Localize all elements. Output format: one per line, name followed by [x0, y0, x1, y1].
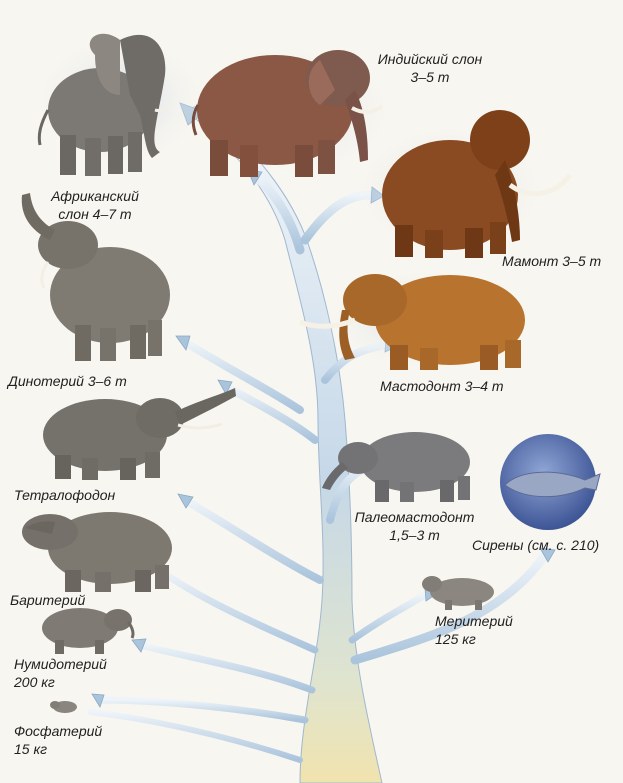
barytherium-illustration	[22, 512, 172, 592]
label-mammoth: Мамонт 3–5 т	[502, 252, 601, 270]
label-phosphatherium-mass: 15 кг	[14, 740, 102, 758]
branch-moeritherium	[352, 595, 425, 640]
label-deinotherium-text: Динотерий 3–6 т	[8, 372, 127, 390]
tetralophodon-illustration	[43, 388, 236, 480]
label-tetralophodon: Тетралофодон	[14, 486, 115, 504]
label-indian-mass: 3–5 т	[370, 68, 490, 86]
label-sirenia: Сирены (см. с. 210)	[472, 536, 599, 554]
label-moeritherium: Меритерий 125 кг	[435, 612, 513, 648]
label-barytherium-text: Баритерий	[10, 591, 85, 609]
phosphatherium-illustration	[50, 701, 77, 713]
label-indian-name: Индийский слон	[370, 50, 490, 68]
label-indian-elephant: Индийский слон 3–5 т	[370, 50, 490, 86]
branch-numidotherium	[160, 570, 315, 650]
label-phosphatherium: Фосфатерий 15 кг	[14, 722, 102, 758]
label-barytherium: Баритерий	[10, 591, 85, 609]
numidotherium-illustration	[42, 608, 133, 654]
label-african-mass: слон 4–7 т	[30, 205, 160, 223]
label-numidotherium: Нумидотерий 200 кг	[14, 655, 107, 691]
label-palaeomastodon-name: Палеомастодонт	[352, 508, 477, 526]
label-tetralophodon-text: Тетралофодон	[14, 486, 115, 504]
label-mastodon-text: Мастодонт 3–4 т	[380, 377, 504, 395]
sirenia-illustration	[500, 434, 600, 530]
label-moeritherium-name: Меритерий	[435, 612, 513, 630]
label-african-elephant: Африканский слон 4–7 т	[30, 187, 160, 223]
moeritherium-illustration	[422, 576, 494, 610]
label-palaeomastodon-mass: 1,5–3 т	[352, 526, 477, 544]
label-sirenia-text: Сирены (см. с. 210)	[472, 536, 599, 554]
label-mammoth-text: Мамонт 3–5 т	[502, 252, 601, 270]
label-palaeomastodon: Палеомастодонт 1,5–3 т	[352, 508, 477, 544]
label-numidotherium-mass: 200 кг	[14, 673, 107, 691]
branch-phosphatherium-2	[90, 712, 300, 760]
arrowhead-numidotherium-2	[132, 639, 146, 652]
label-mastodon: Мастодонт 3–4 т	[380, 377, 504, 395]
label-moeritherium-mass: 125 кг	[435, 630, 513, 648]
label-african-name: Африканский	[30, 187, 160, 205]
branch-barytherium	[185, 500, 320, 580]
label-numidotherium-name: Нумидотерий	[14, 655, 107, 673]
label-deinotherium: Динотерий 3–6 т	[8, 372, 127, 390]
branch-numidotherium-2	[140, 645, 312, 690]
label-phosphatherium-name: Фосфатерий	[14, 722, 102, 740]
arrowhead-phosphatherium	[92, 694, 104, 707]
